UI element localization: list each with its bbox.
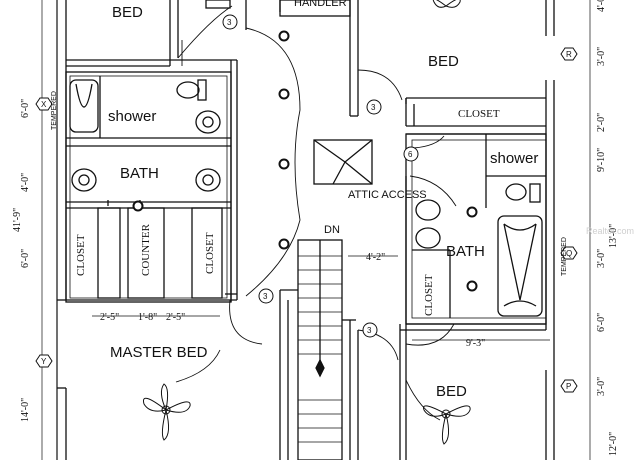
room-label-handler: HANDLER: [294, 0, 347, 9]
room-label-bath-left: BATH: [120, 165, 159, 182]
room-label-bed-bottom-right: BED: [436, 383, 467, 400]
room-label-bed-top-left: BED: [112, 4, 143, 21]
dim-closet-2-5-a: 2'-5": [100, 312, 119, 323]
room-label-bed-top-right: BED: [428, 53, 459, 70]
dim-bath-9-3: 9'-3": [466, 338, 485, 349]
marker-6: 6: [408, 150, 413, 159]
dim-closet-2-5-b: 2'-5": [166, 312, 185, 323]
dim-left-41-9: 41'-9": [12, 208, 23, 232]
dim-right-3-0-b: 3'-0": [596, 249, 607, 268]
dim-right-3-0-a: 3'-0": [596, 47, 607, 66]
watermark: Realtor.com: [586, 226, 634, 236]
dim-right-6-0: 6'-0": [596, 313, 607, 332]
dim-left-14-0: 14'-0": [20, 398, 31, 422]
marker-y: Y: [41, 357, 47, 366]
room-label-bath-right: BATH: [446, 243, 485, 260]
dim-right-12-0: 12'-0": [608, 432, 619, 456]
marker-q: Q: [566, 249, 572, 258]
room-label-attic-access: ATTIC ACCESS: [348, 189, 427, 201]
room-label-shower-right: shower: [490, 150, 538, 167]
room-label-closet-left-a: CLOSET: [75, 234, 87, 276]
marker-3a: 3: [227, 18, 232, 27]
dim-right-3-0-c: 3'-0": [596, 377, 607, 396]
marker-r: R: [566, 50, 572, 59]
room-label-closet-left-b: CLOSET: [204, 232, 216, 274]
marker-3c: 3: [263, 292, 268, 301]
dim-right-4-0-top: 4'-0": [596, 0, 607, 12]
dim-hall-4-2: 4'-2": [366, 252, 385, 263]
dim-right-13-0: 13'-0": [608, 224, 619, 248]
marker-x: X: [41, 100, 47, 109]
room-label-closet-right-top: CLOSET: [458, 108, 500, 120]
dim-right-9-10: 9'-10": [596, 148, 607, 172]
dim-counter-1-8: 1'-8": [138, 312, 157, 323]
stair-down-label: DN: [324, 224, 340, 236]
dim-left-4-0: 4'-0": [20, 173, 31, 192]
dim-right-2-0: 2'-0": [596, 113, 607, 132]
room-label-counter: COUNTER: [140, 223, 152, 276]
marker-3b: 3: [371, 103, 376, 112]
tempered-tag-right: TEMPERED: [561, 237, 568, 276]
marker-3d: 3: [367, 326, 372, 335]
tempered-tag-left: TEMPERED: [51, 91, 58, 130]
dim-left-6-0-top: 6'-0": [20, 99, 31, 118]
marker-p: P: [566, 382, 571, 391]
room-label-shower-left: shower: [108, 108, 156, 125]
room-label-master-bed: MASTER BED: [110, 344, 208, 361]
dim-left-6-0-bottom: 6'-0": [20, 249, 31, 268]
room-label-closet-right-bottom: CLOSET: [423, 274, 435, 316]
